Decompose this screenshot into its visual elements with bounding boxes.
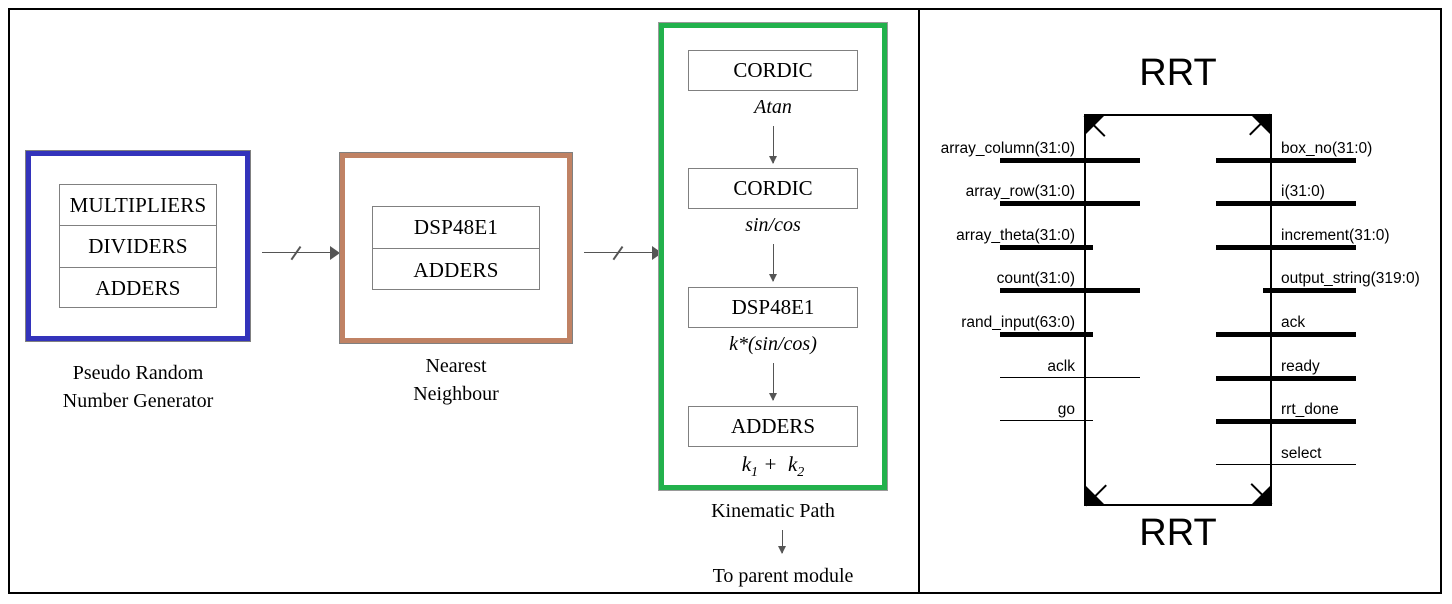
prng-caption-line2: Number Generator bbox=[62, 389, 214, 412]
pin-bar-select[interactable] bbox=[1216, 464, 1356, 465]
bus-arrow-prng-to-nn bbox=[262, 245, 340, 261]
kinematic-stage-cordic-atan: CORDIC bbox=[688, 50, 858, 91]
kinematic-stage-cordic-sincos: CORDIC bbox=[688, 168, 858, 209]
bus-slash-icon bbox=[290, 245, 301, 261]
pin-bar-go[interactable] bbox=[1000, 420, 1093, 421]
pin-label-array-row[interactable]: array_row(31:0) bbox=[965, 183, 1075, 200]
bus-slash-icon bbox=[612, 245, 623, 261]
pin-bar-increment[interactable] bbox=[1216, 245, 1356, 250]
nn-caption-line1: Nearest bbox=[425, 355, 487, 377]
arrowhead-icon bbox=[330, 246, 340, 260]
kinematic-annotation-k1-k2: k1 + k2 bbox=[688, 452, 858, 481]
k1-term: k1 bbox=[741, 452, 759, 481]
panel-divider bbox=[918, 10, 920, 592]
pin-bar-rand-input[interactable] bbox=[1000, 332, 1093, 337]
pin-bar-ready[interactable] bbox=[1216, 376, 1356, 381]
kinematic-annotation-sincos: sin/cos bbox=[745, 214, 801, 236]
kinematic-annotation-atan: Atan bbox=[754, 96, 792, 118]
pin-bar-ack[interactable] bbox=[1216, 332, 1356, 337]
nn-caption-line2: Neighbour bbox=[413, 382, 499, 405]
pin-bar-array-column[interactable] bbox=[1000, 158, 1140, 163]
pin-bar-i[interactable] bbox=[1216, 201, 1356, 206]
pin-bar-output-string[interactable] bbox=[1263, 288, 1356, 293]
pin-label-rrt-done[interactable]: rrt_done bbox=[1281, 401, 1339, 418]
pin-label-rand-input[interactable]: rand_input(63:0) bbox=[961, 314, 1075, 331]
kinematic-stage-adders: ADDERS bbox=[688, 406, 858, 447]
pin-label-ack[interactable]: ack bbox=[1281, 314, 1306, 331]
pin-label-increment[interactable]: increment(31:0) bbox=[1281, 227, 1390, 244]
prng-cell-dividers: DIVIDERS bbox=[60, 226, 216, 268]
pin-bar-array-row[interactable] bbox=[1000, 201, 1140, 206]
nn-caption: Nearest Neighbour bbox=[336, 353, 576, 408]
nn-cell-dsp48e1: DSP48E1 bbox=[373, 207, 539, 249]
rrt-title-top: RRT bbox=[1139, 52, 1217, 94]
kinematic-arrow-2 bbox=[769, 244, 777, 282]
pin-label-go[interactable]: go bbox=[1057, 401, 1075, 418]
plus-sign: + bbox=[763, 452, 778, 476]
pin-label-box-no[interactable]: box_no(31:0) bbox=[1281, 140, 1373, 157]
pin-label-output-string[interactable]: output_string(319:0) bbox=[1281, 270, 1420, 287]
prng-cell-adders: ADDERS bbox=[95, 275, 181, 300]
nn-stack: DSP48E1 ADDERS bbox=[372, 206, 540, 290]
bus-arrow-nn-to-kinematic bbox=[584, 245, 662, 261]
pin-bar-count[interactable] bbox=[1000, 288, 1140, 293]
kinematic-path-caption: Kinematic Path bbox=[711, 500, 835, 522]
prng-caption: Pseudo Random Number Generator bbox=[16, 360, 260, 415]
pin-label-array-column[interactable]: array_column(31:0) bbox=[940, 140, 1075, 157]
pin-bar-aclk[interactable] bbox=[1000, 377, 1140, 378]
pin-label-count[interactable]: count(31:0) bbox=[996, 270, 1075, 287]
pin-bar-box-no[interactable] bbox=[1216, 158, 1356, 163]
pin-label-array-theta[interactable]: array_theta(31:0) bbox=[956, 227, 1075, 244]
kinematic-annotation-k-sincos: k*(sin/cos) bbox=[729, 333, 817, 355]
pin-label-i[interactable]: i(31:0) bbox=[1281, 183, 1325, 200]
to-parent-module-label: To parent module bbox=[712, 565, 854, 587]
pin-bar-array-theta[interactable] bbox=[1000, 245, 1093, 250]
pin-label-aclk[interactable]: aclk bbox=[1047, 358, 1075, 375]
k2-term: k2 bbox=[782, 452, 805, 481]
rrt-symbol-body[interactable] bbox=[1084, 114, 1272, 506]
kinematic-stage-dsp48e1: DSP48E1 bbox=[688, 287, 858, 328]
chamfer-top-right-icon bbox=[1251, 115, 1271, 135]
pin-label-select[interactable]: select bbox=[1281, 445, 1322, 462]
kinematic-arrow-3 bbox=[769, 363, 777, 401]
rrt-title-bottom: RRT bbox=[1139, 512, 1217, 554]
outer-frame bbox=[8, 8, 1442, 594]
prng-cell-multipliers: MULTIPLIERS bbox=[60, 185, 216, 227]
kinematic-arrow-1 bbox=[769, 126, 777, 164]
kinematic-output-arrow bbox=[778, 530, 786, 554]
nn-cell-adders: ADDERS bbox=[413, 257, 499, 282]
prng-caption-line1: Pseudo Random bbox=[72, 362, 204, 384]
prng-stack: MULTIPLIERS DIVIDERS ADDERS bbox=[59, 184, 217, 308]
arrowhead-icon bbox=[652, 246, 662, 260]
pin-bar-rrt-done[interactable] bbox=[1216, 419, 1356, 424]
pin-label-ready[interactable]: ready bbox=[1281, 358, 1320, 375]
